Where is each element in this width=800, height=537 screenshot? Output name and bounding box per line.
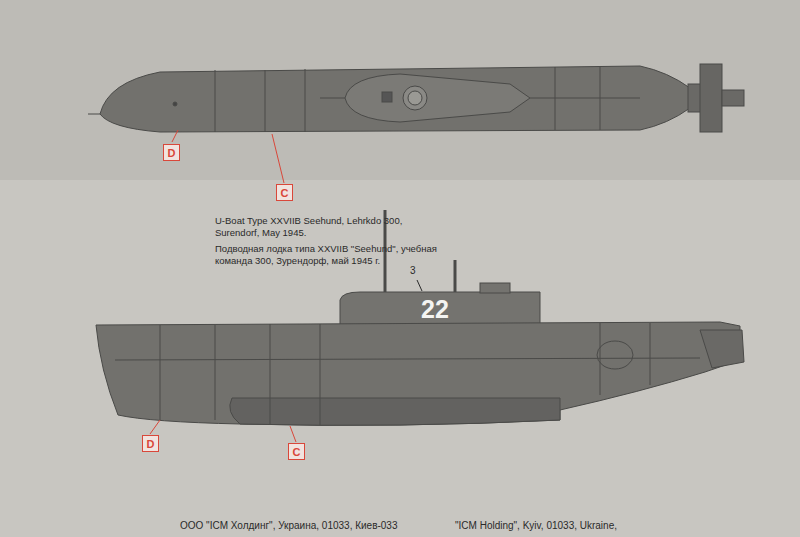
caption-text: "ICM Holding", Kyiv, 01033, Ukraine, (455, 519, 617, 532)
color-callout-box: C (276, 184, 293, 201)
color-callout-box: D (142, 435, 159, 452)
caption-text: Подводная лодка типа XXVIIB "Seehund", у… (215, 243, 450, 268)
paper-shade (0, 0, 800, 180)
callout-number: 3 (410, 264, 416, 277)
top-view (88, 64, 744, 132)
caption-text: ООО "ICM Холдинг", Украина, 01033, Киев-… (180, 519, 398, 532)
side-view (96, 210, 744, 425)
hull-number: 22 (421, 297, 449, 322)
leader-line (417, 280, 422, 291)
color-code: C (281, 187, 289, 199)
leader-lines (150, 130, 296, 442)
color-code: D (147, 438, 155, 450)
color-code: C (293, 446, 301, 458)
color-code: D (168, 147, 176, 159)
caption-text: U-Boat Type XXVIIB Seehund, Lehrkdo 300,… (215, 215, 430, 240)
color-callout-box: D (163, 144, 180, 161)
color-callout-box: C (288, 443, 305, 460)
